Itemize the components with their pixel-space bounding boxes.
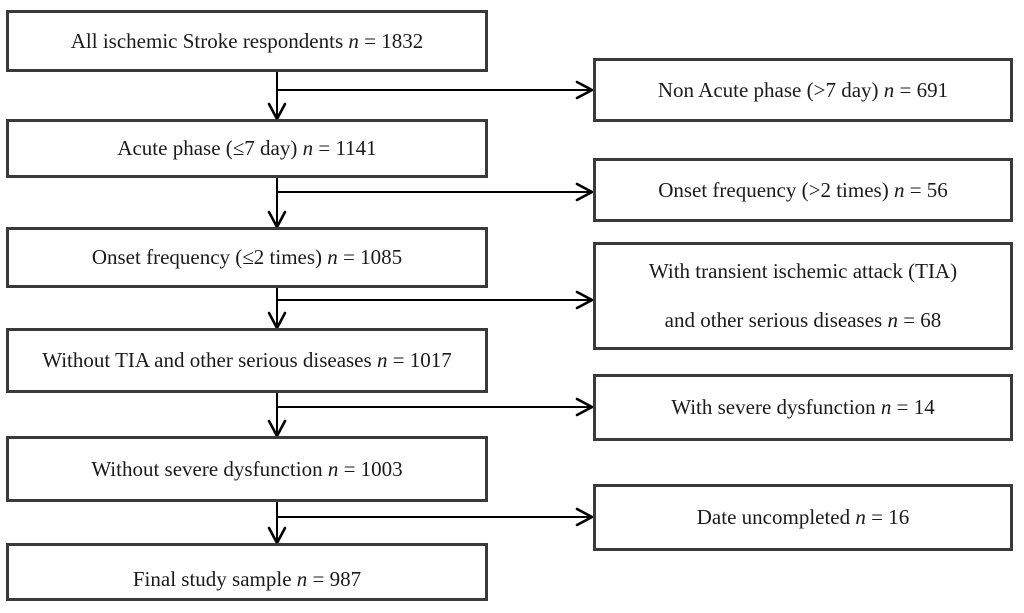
- exclusion-box-date-uncompleted: Date uncompleted n = 16: [593, 484, 1013, 551]
- exclusion-box-tia: With transient ischemic attack (TIA) and …: [593, 242, 1013, 350]
- box-text: With transient ischemic attack (TIA) and …: [649, 247, 957, 346]
- n-count: = 1017: [392, 348, 452, 373]
- flow-box-onset-frequency: Onset frequency (≤2 times) n = 1085: [6, 227, 488, 288]
- box-label: All ischemic Stroke respondents: [70, 28, 344, 53]
- n-count: = 1085: [343, 245, 403, 270]
- n-symbol: n: [887, 308, 898, 332]
- box-label: Final study sample: [132, 566, 292, 591]
- n-count: = 987: [312, 566, 362, 591]
- box-text: Onset frequency (>2 times) n = 56: [658, 177, 948, 203]
- box-text: Without severe dysfunction n = 1003: [91, 456, 402, 482]
- n-symbol: n: [327, 456, 339, 481]
- n-count: = 68: [903, 308, 942, 332]
- n-symbol: n: [376, 348, 388, 373]
- n-count: = 56: [909, 177, 948, 202]
- box-text: Onset frequency (≤2 times) n = 1085: [92, 244, 402, 270]
- n-count: = 16: [871, 505, 910, 530]
- exclusion-box-severe-dysfunction: With severe dysfunction n = 14: [593, 374, 1013, 441]
- box-text: Date uncompleted n = 16: [697, 504, 909, 530]
- box-label: Without TIA and other serious diseases: [42, 348, 372, 373]
- flow-box-without-tia: Without TIA and other serious diseases n…: [6, 328, 488, 393]
- n-symbol: n: [880, 395, 892, 420]
- n-symbol: n: [302, 136, 314, 161]
- n-symbol: n: [883, 77, 895, 102]
- n-count: = 691: [899, 77, 949, 102]
- n-symbol: n: [855, 505, 866, 530]
- box-label: Acute phase (≤7 day): [117, 136, 298, 161]
- exclusion-box-onset-frequency: Onset frequency (>2 times) n = 56: [593, 158, 1013, 222]
- flow-box-all-respondents: All ischemic Stroke respondents n = 1832: [6, 10, 488, 72]
- flow-box-final-sample: Final study sample n = 987: [6, 543, 488, 601]
- n-count: = 14: [896, 395, 935, 420]
- box-label: Onset frequency (>2 times): [658, 177, 889, 202]
- box-text: Non Acute phase (>7 day) n = 691: [658, 77, 948, 103]
- box-label: With severe dysfunction: [671, 395, 876, 420]
- n-symbol: n: [348, 28, 359, 53]
- box-text: Without TIA and other serious diseases n…: [42, 347, 452, 373]
- box-label-line1: With transient ischemic attack (TIA): [648, 258, 958, 283]
- box-label: Date uncompleted: [696, 505, 851, 530]
- flow-box-acute-phase: Acute phase (≤7 day) n = 1141: [6, 119, 488, 178]
- box-label: Non Acute phase (>7 day): [657, 77, 879, 102]
- n-count: = 1003: [343, 456, 403, 481]
- box-text: Final study sample n = 987: [133, 566, 361, 592]
- box-label-line2: and other serious diseases: [664, 308, 883, 332]
- n-symbol: n: [327, 245, 338, 270]
- n-symbol: n: [893, 177, 905, 202]
- flow-box-without-severe-dysfunction: Without severe dysfunction n = 1003: [6, 436, 488, 502]
- exclusion-box-non-acute: Non Acute phase (>7 day) n = 691: [593, 58, 1013, 122]
- box-text: Acute phase (≤7 day) n = 1141: [117, 135, 376, 161]
- n-count: = 1832: [364, 28, 424, 53]
- box-text: With severe dysfunction n = 14: [671, 394, 935, 420]
- box-label: Without severe dysfunction: [91, 456, 323, 481]
- box-text: All ischemic Stroke respondents n = 1832: [71, 28, 423, 54]
- n-count: = 1141: [318, 136, 377, 161]
- n-symbol: n: [296, 566, 308, 591]
- box-label: Onset frequency (≤2 times): [91, 245, 323, 270]
